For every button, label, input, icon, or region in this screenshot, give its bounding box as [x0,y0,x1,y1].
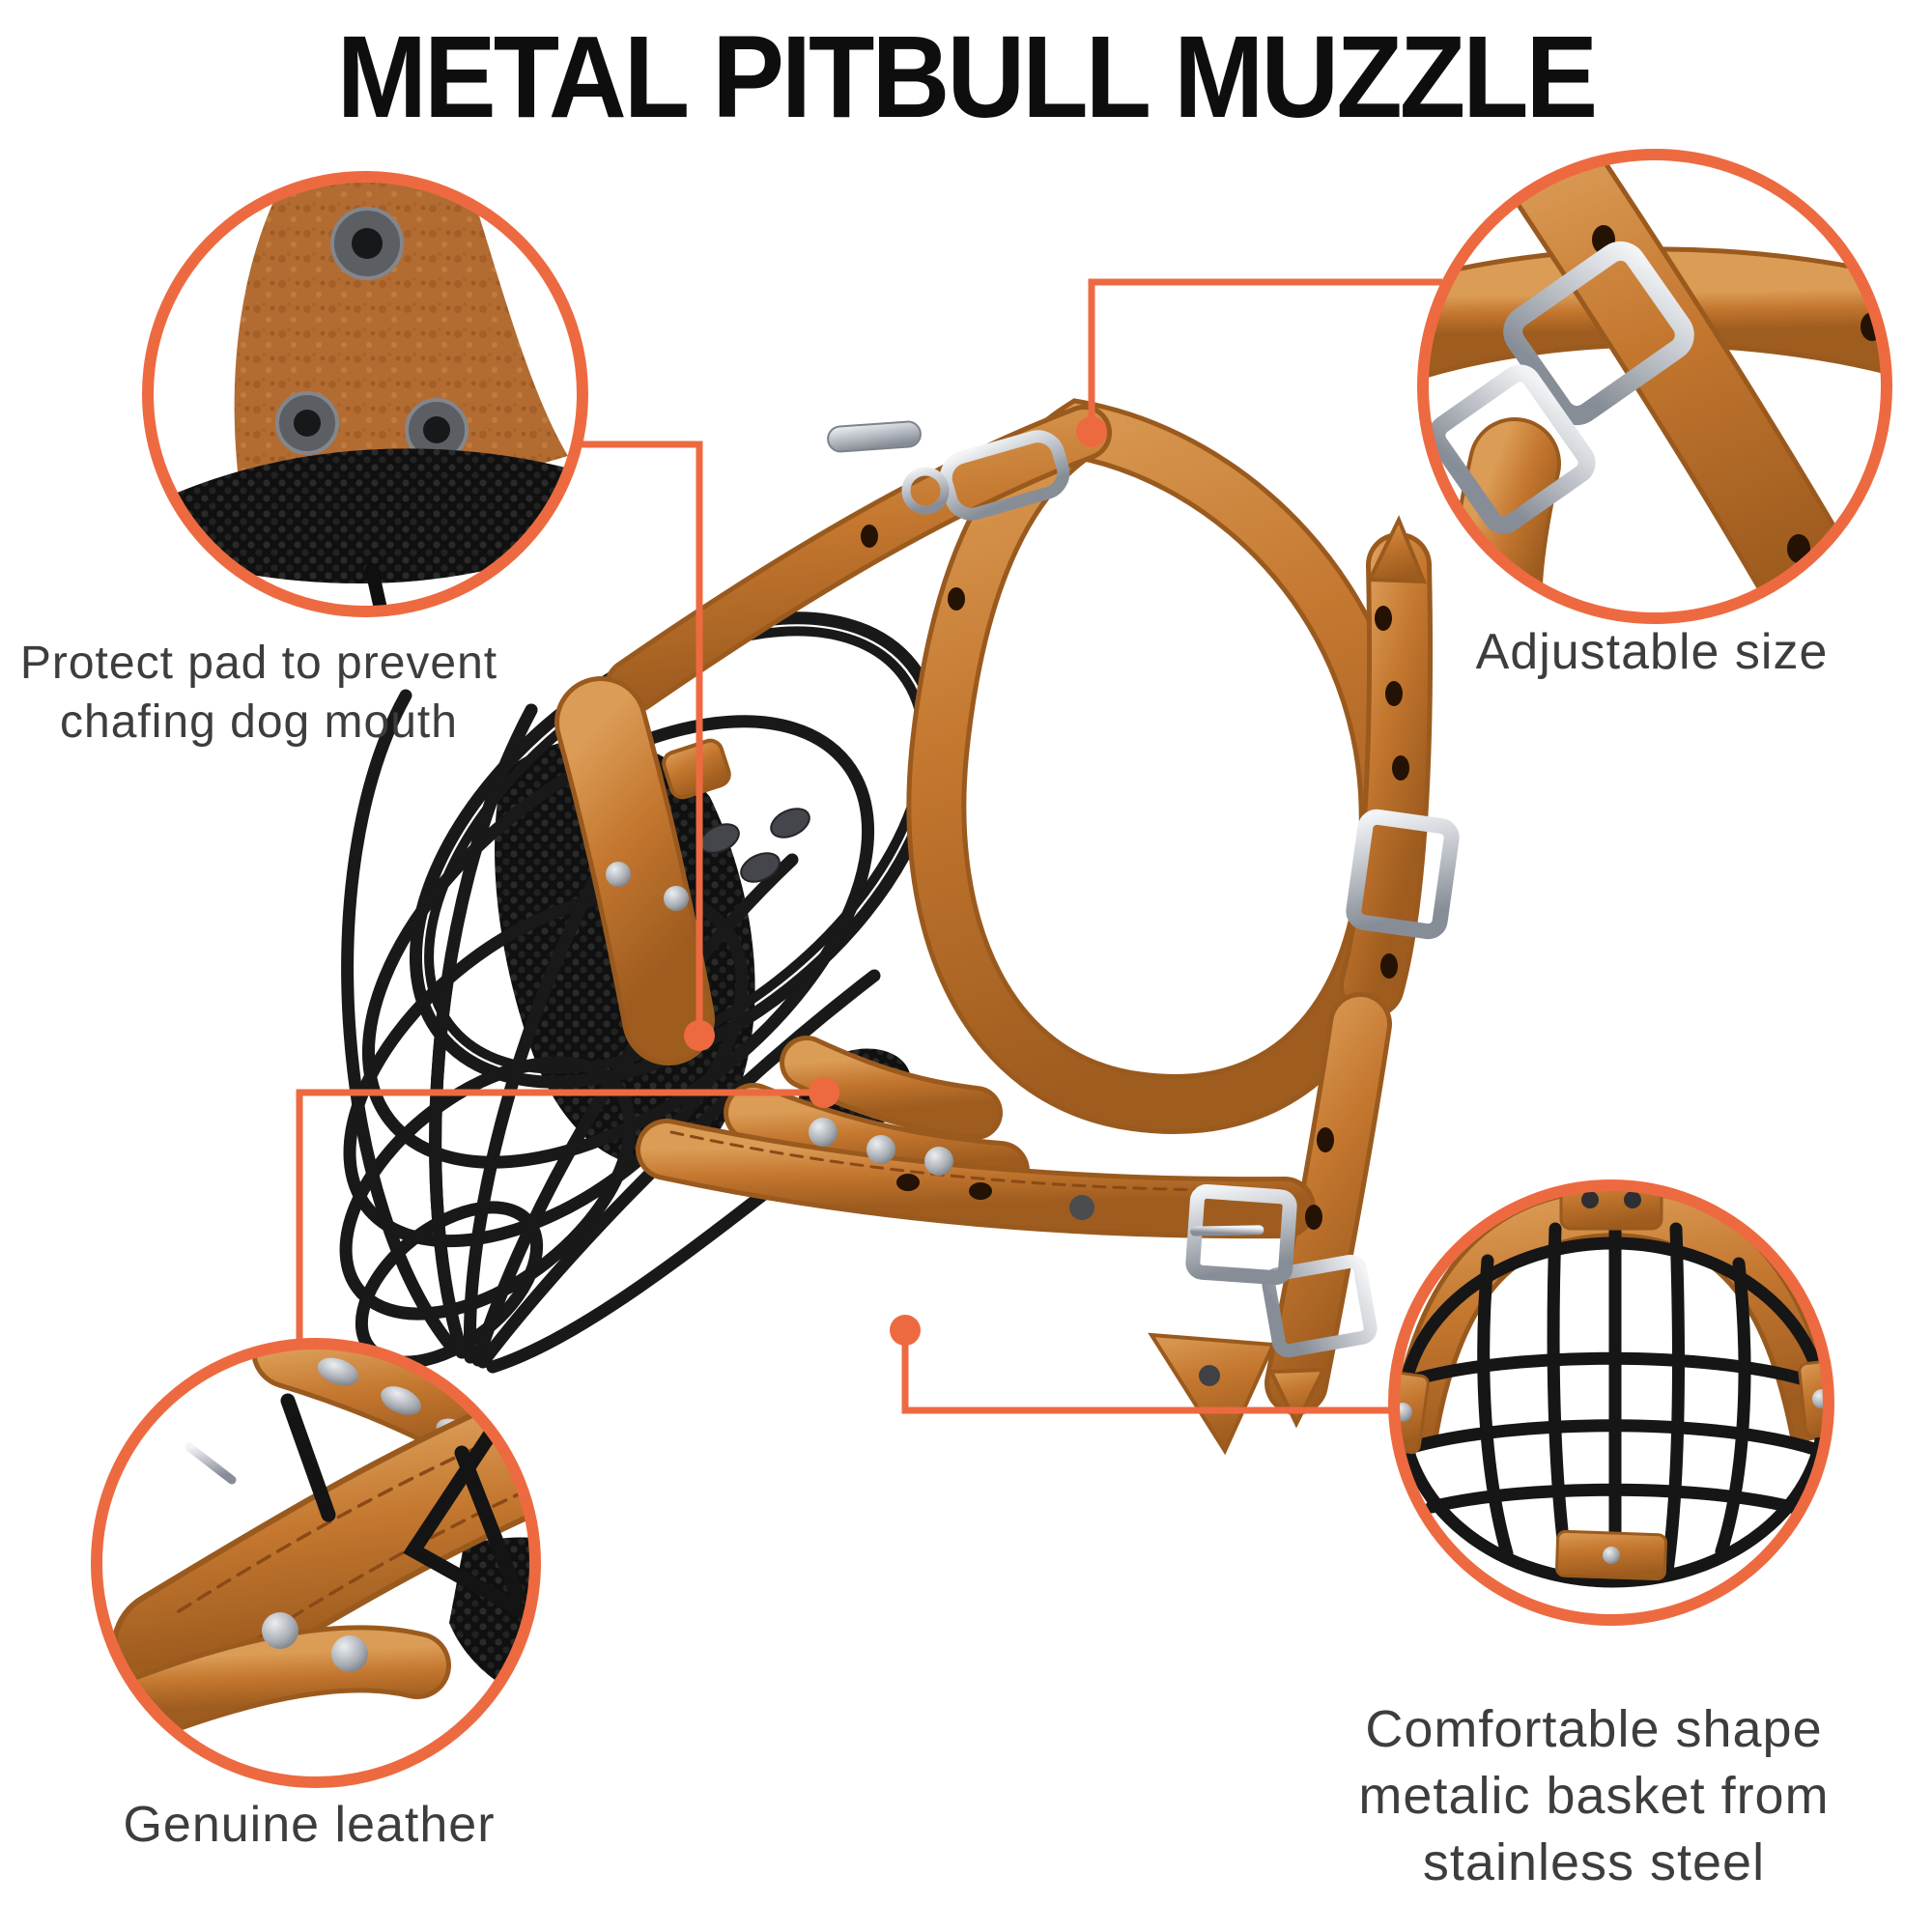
ring-basket [1388,1179,1834,1626]
callout-circle-adjustable [1417,149,1892,624]
callout-connectors [296,278,1442,1414]
callout-label-stainless-basket: Comfortable shape metalic basket from st… [1358,1700,1830,1892]
rivets [606,808,1220,1386]
connector-protect-pad [582,440,703,1036]
ring-adjustable [1417,149,1892,624]
leather-straps [554,398,1434,1415]
mesh-pad-detail [148,448,582,584]
connector-basket [901,1330,1389,1414]
callout-label-genuine-leather: Genuine leather [123,1797,496,1853]
buckle-detail-upper [1503,241,1694,426]
connector-genuine-leather [296,1089,824,1340]
ring-protect-pad [142,171,588,617]
buckle-chin [1185,1183,1297,1286]
hook-detail [185,1442,237,1485]
barrel-pin [827,420,922,453]
connector-adjustable [1088,278,1442,432]
dome-rivet-detail [262,1612,298,1649]
dome-rivet-detail-2 [331,1635,368,1672]
muzzle-product [339,398,1460,1456]
dot-basket [890,1315,921,1346]
callout-circle-genuine-leather [91,1338,541,1788]
front-wire [429,703,538,1359]
metal-hardware [827,420,1460,1358]
buckle-lower [1262,1254,1378,1358]
callout-label-adjustable-size: Adjustable size [1475,624,1829,680]
main-strap-detail [117,1398,535,1703]
buckle-right [1346,809,1460,940]
buckle-detail-lower [1428,364,1596,534]
callout-circle-protect-pad [142,171,588,617]
dot-adjustable [1076,416,1107,447]
dot-protect-pad [684,1020,715,1051]
callout-circle-basket [1388,1179,1834,1626]
dot-genuine-leather [809,1077,839,1108]
strap-tips [662,515,1428,1456]
basket-bottom-tab [1555,1529,1667,1581]
ring-genuine-leather [91,1338,541,1788]
mesh-patch-detail [449,1537,535,1708]
callout-dots [684,416,1107,1346]
lower-strap-detail [116,1630,446,1737]
strap-ring [901,467,950,515]
strap-holes [861,525,1409,1230]
page-title: METAL PITBULL MUZZLE [336,12,1599,143]
wire-stem [365,563,391,611]
callout-label-protect-pad: Protect pad to prevent chafing dog mouth [19,638,498,749]
